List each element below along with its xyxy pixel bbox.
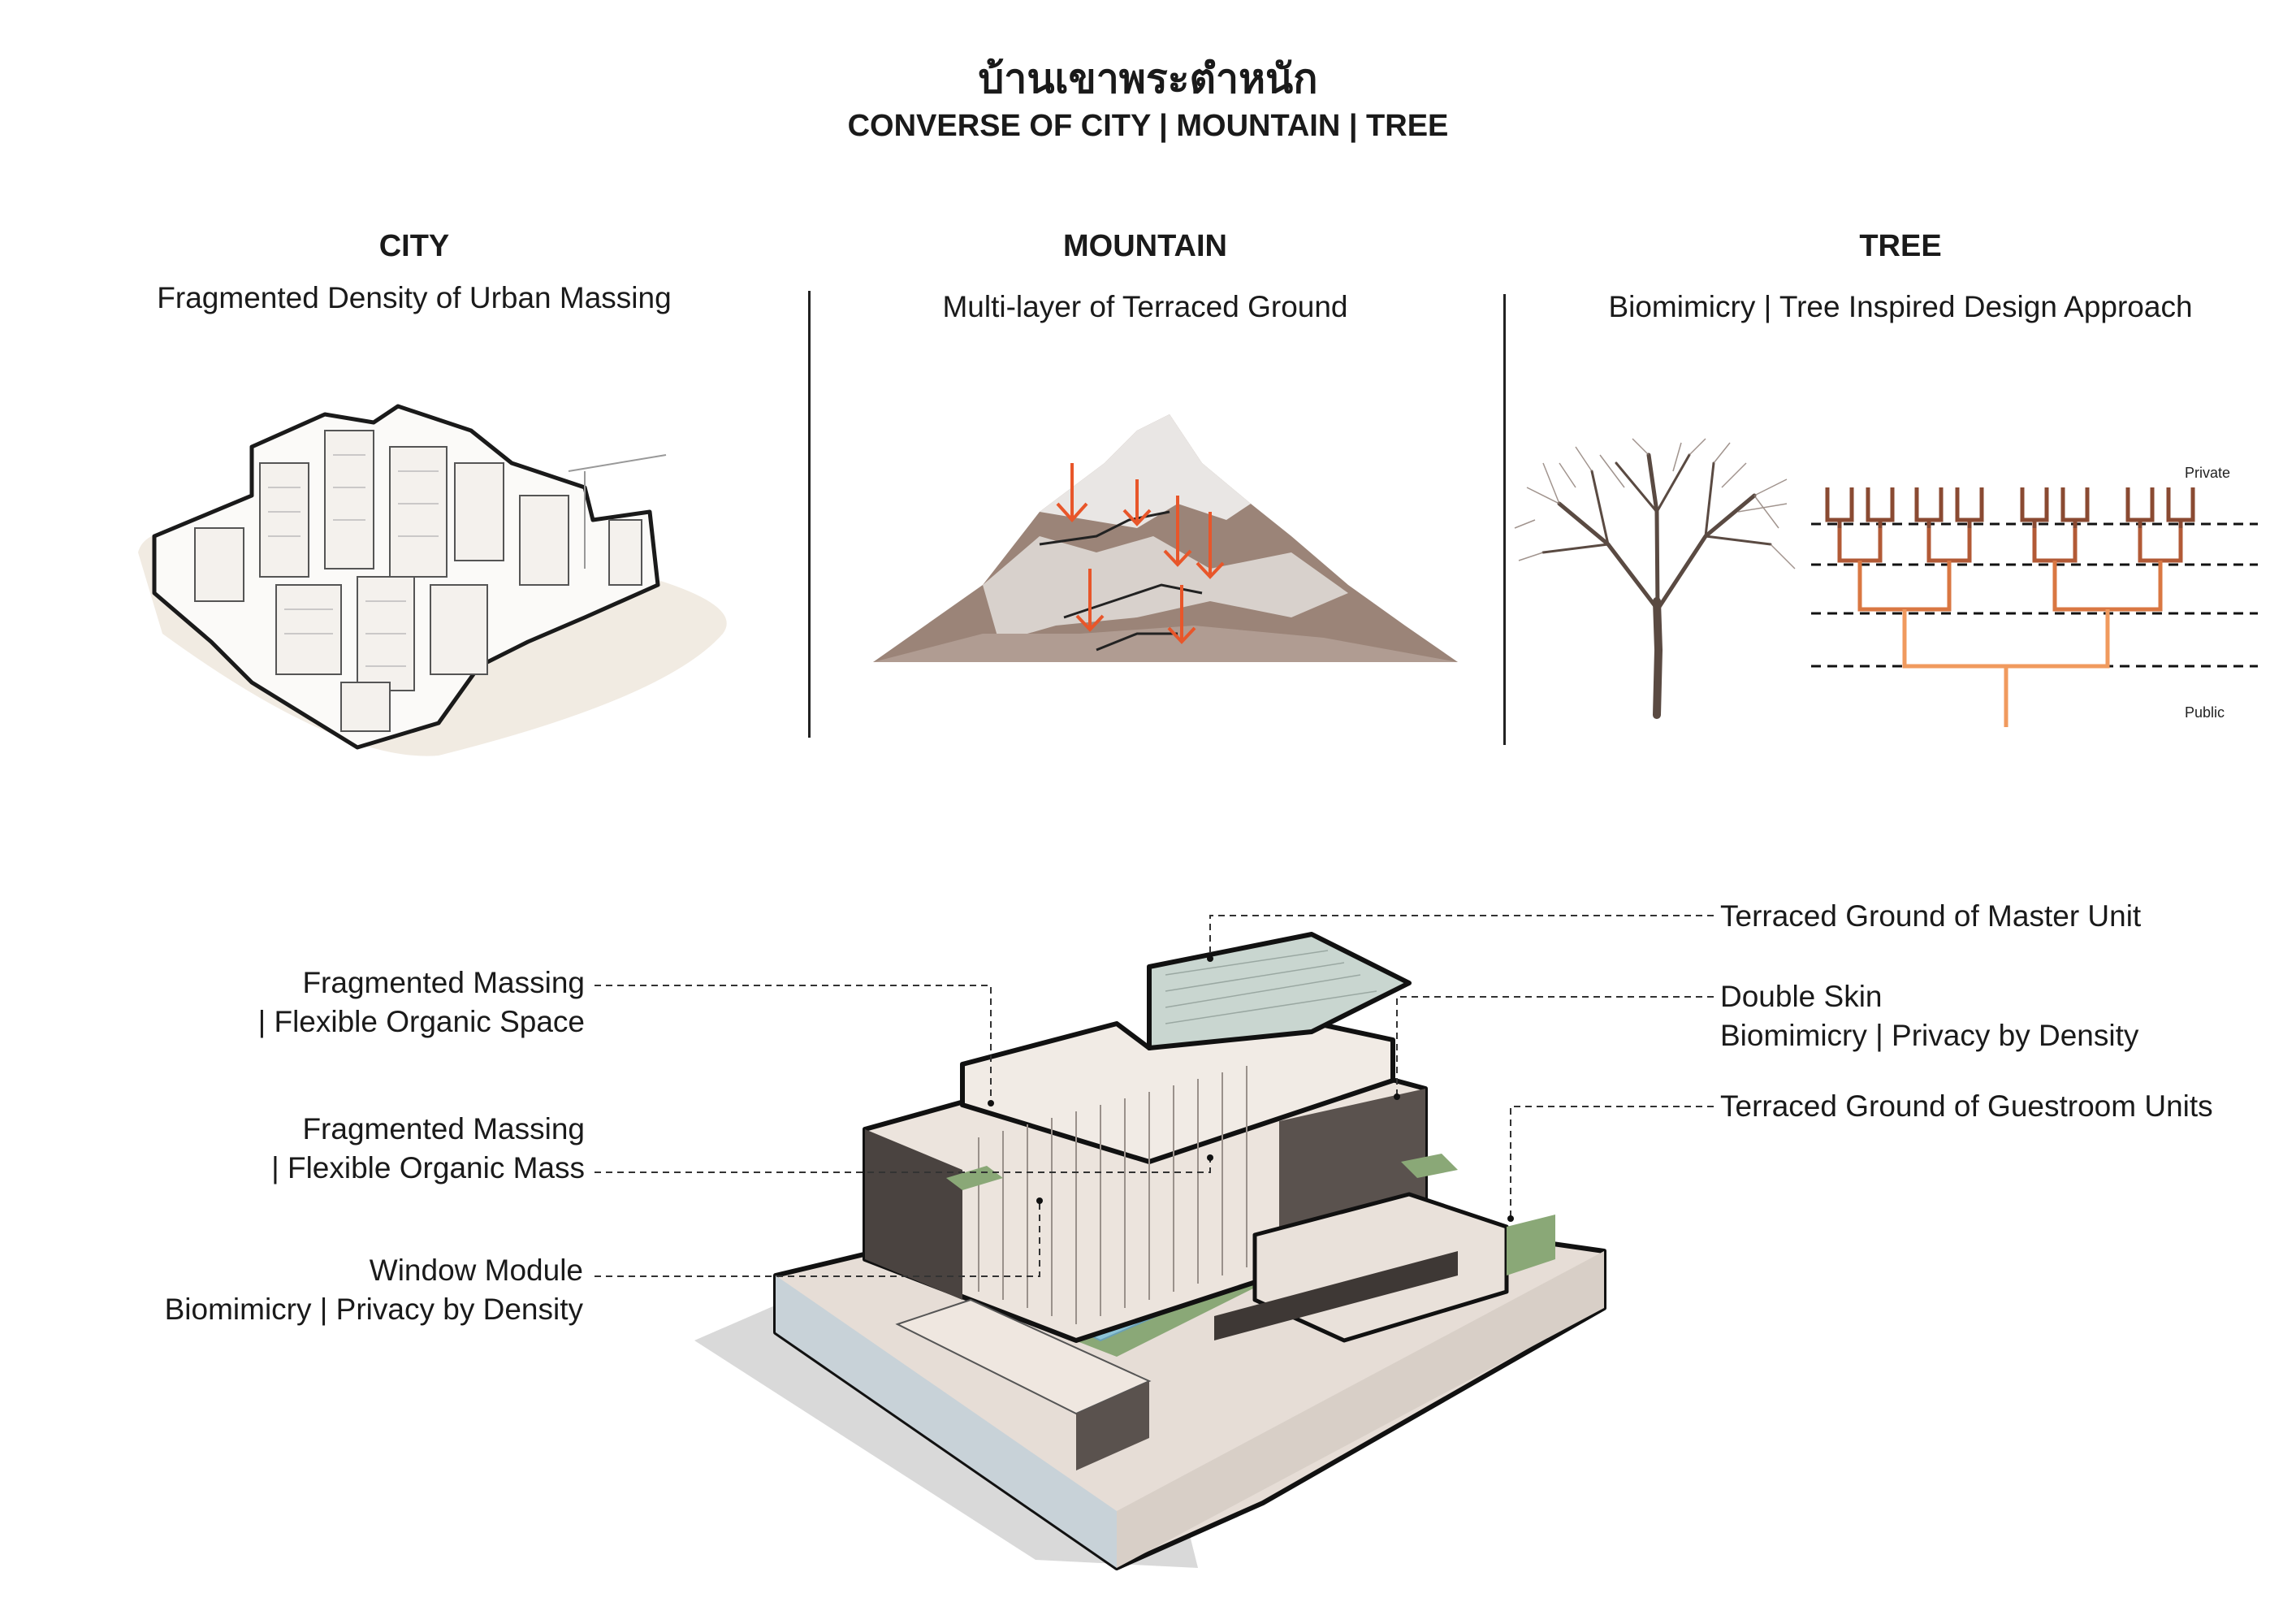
city-massing-illustration <box>138 404 727 756</box>
callout-line: Biomimicry | Privacy by Density <box>1720 1019 2139 1052</box>
city-heading: CITY <box>378 229 450 263</box>
private-label: Private <box>2185 465 2231 481</box>
callout-line: Fragmented Massing <box>302 1112 585 1145</box>
mountain-heading: MOUNTAIN <box>1063 229 1227 263</box>
arrow-icon <box>1056 463 1225 644</box>
callout-line: Biomimicry | Privacy by Density <box>164 1293 583 1326</box>
tree-heading: TREE <box>1859 229 1942 263</box>
tree-subtitle: Biomimicry | Tree Inspired Design Approa… <box>1608 290 2193 323</box>
callout-double-skin: Double Skin Biomimicry | Privacy by Dens… <box>1720 977 2281 1055</box>
mountain-terrace-illustration <box>873 414 1458 662</box>
callout-line: Double Skin <box>1720 980 1883 1013</box>
city-subtitle: Fragmented Density of Urban Massing <box>157 281 672 314</box>
callout-master-terrace: Terraced Ground of Master Unit <box>1720 897 2281 936</box>
callout-line: Terraced Ground of Guestroom Units <box>1720 1089 2213 1123</box>
callout-line: | Flexible Organic Mass <box>271 1151 585 1184</box>
callout-window-module: Window Module Biomimicry | Privacy by De… <box>81 1251 583 1329</box>
mountain-subtitle: Multi-layer of Terraced Ground <box>942 290 1348 323</box>
public-label: Public <box>2185 704 2225 721</box>
callout-fragmented-space: Fragmented Massing | Flexible Organic Sp… <box>162 964 585 1042</box>
tree-hierarchy-diagram <box>1811 487 2258 727</box>
building-axonometric <box>694 932 1606 1570</box>
page-title-thai: บ้านเขาพระตำหนัก <box>978 56 1318 102</box>
callout-guestroom-terrace: Terraced Ground of Guestroom Units <box>1720 1087 2289 1126</box>
column-divider <box>1503 294 1506 745</box>
page-subtitle: CONVERSE OF CITY | MOUNTAIN | TREE <box>847 109 1449 143</box>
callout-fragmented-mass: Fragmented Massing | Flexible Organic Ma… <box>162 1110 585 1188</box>
tree-illustration <box>1514 438 1796 719</box>
callout-line: Fragmented Massing <box>302 966 585 999</box>
callout-line: | Flexible Organic Space <box>257 1005 585 1038</box>
column-divider <box>808 291 811 738</box>
callout-line: Terraced Ground of Master Unit <box>1720 899 2142 933</box>
callout-line: Window Module <box>369 1254 583 1287</box>
